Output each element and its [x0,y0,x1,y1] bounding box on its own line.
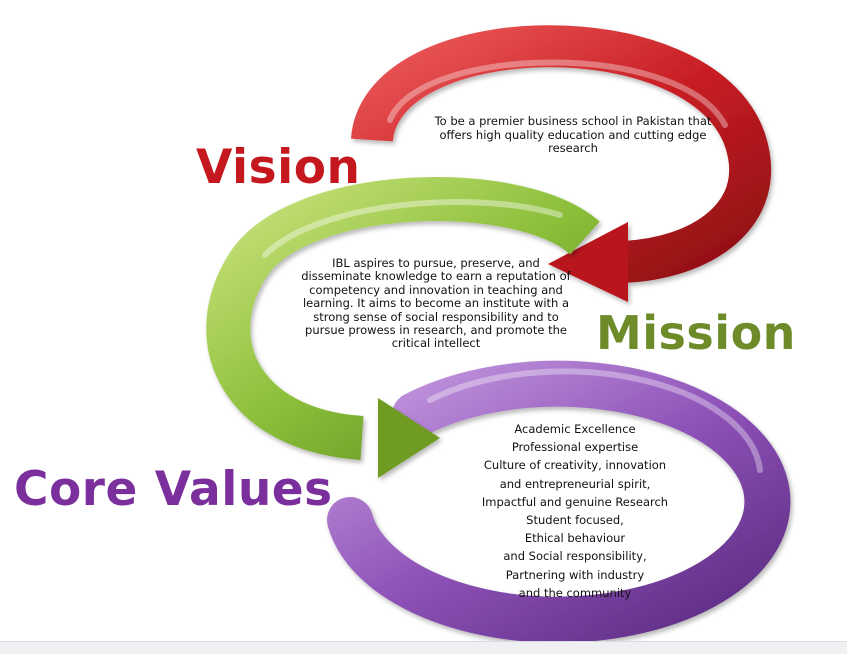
vision-ring [351,25,772,302]
core-value-item: and entrepreneurial spirit, [499,476,651,491]
core-values-list: Academic Excellence Professional experti… [430,420,720,602]
core-value-item: Impactful and genuine Research [481,494,669,509]
core-value-item: and Social responsibility, [503,549,647,564]
vision-statement: To be a premier business school in Pakis… [434,114,712,155]
mission-heading: Mission [596,306,796,360]
core-value-item: Partnering with industry [505,567,645,582]
core-value-item: Ethical behaviour [524,531,626,546]
core-value-item: Academic Excellence [514,422,636,436]
core-value-item: Professional expertise [511,440,639,455]
mission-statement: IBL aspires to pursue, preserve, and dis… [301,256,571,351]
mission-ring [206,177,600,478]
vision-heading: Vision [196,140,361,195]
mission-arrowhead [378,398,440,478]
core-values-heading: Core Values [14,462,333,517]
core-values-ring [327,360,791,643]
vision-arrowhead [548,222,628,302]
window-bottom-edge [0,641,847,654]
core-value-item: Student focused, [526,513,624,528]
core-value-item: and the community [518,585,632,600]
core-value-item: Culture of creativity, innovation [483,458,667,473]
